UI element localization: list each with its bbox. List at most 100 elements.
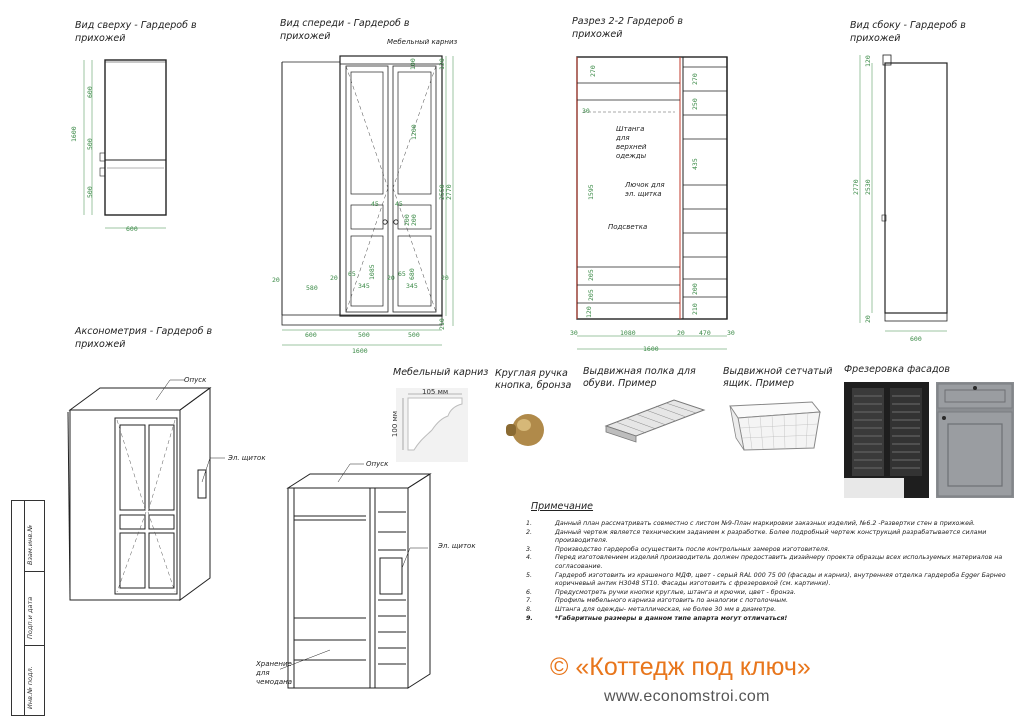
front-bottom-500b: 500 — [408, 331, 420, 339]
front-dim-1200: 1200 — [410, 124, 418, 140]
top-dim-width: 600 — [126, 225, 138, 233]
axon-open-drawing — [280, 463, 432, 689]
panel-niche-callout: Лючок для эл. щитка — [625, 181, 665, 198]
side-view-dims: 2770 2530 120 20 600 — [852, 55, 922, 343]
sec-bottom-1600: 1600 — [643, 345, 659, 353]
top-view-title: Вид сверху - Гардероб в прихожей — [75, 20, 197, 44]
sec-dim-270b: 270 — [691, 73, 699, 85]
sec-dim-435: 435 — [691, 158, 699, 170]
front-view-drawing — [281, 55, 454, 346]
cornice-height-label: 100 мм — [391, 410, 400, 438]
facade-photo-dark — [844, 382, 929, 498]
stamp-orig-inv: Инв.№ подл. — [26, 666, 34, 709]
side-dim-width: 600 — [910, 335, 922, 343]
sec-dim-120: 120 — [585, 306, 593, 318]
front-dim-65b: 65 — [398, 270, 406, 278]
front-dim-2770: 2770 — [445, 184, 453, 200]
opusk-callout-1: Опуск — [184, 376, 207, 384]
sec-dim-270a: 270 — [589, 65, 597, 77]
front-dim-65a: 65 — [348, 270, 356, 278]
section-view-title: Разрез 2-2 Гардероб в прихожей — [572, 16, 683, 40]
note-item: 6.Предусмотреть ручки кнопки круглые, шт… — [526, 588, 796, 596]
rod-callout: Штанга для верхней одежды — [616, 125, 647, 160]
side-dim-2530: 2530 — [864, 179, 872, 195]
top-dim-1600: 1600 — [70, 126, 78, 142]
sec-bottom-30b: 30 — [727, 329, 735, 337]
opusk-callout-2: Опуск — [366, 460, 389, 468]
shield-callout-2: Эл. щиток — [438, 542, 476, 550]
notes-list: 1.Данный план рассматривать совместно с … — [526, 520, 1014, 623]
basket-image — [729, 401, 821, 451]
note-item: 9.*Габаритные размеры в данном типе апар… — [526, 614, 788, 622]
note-item: 4.Перед изготовлением изделий производит… — [526, 554, 1003, 570]
front-dim-20a: 20 — [272, 276, 280, 284]
front-dim-210: 210 — [438, 318, 446, 330]
front-dim-1085: 1085 — [368, 264, 376, 280]
top-view-dims: 600 500 1600 500 — [70, 86, 94, 198]
note-item: 5.Гардероб изготовить из крашеного МДФ, … — [526, 571, 1006, 588]
section-view-drawing — [576, 56, 728, 350]
front-view-dims: 20 580 20 345 20 345 20 65 65 1085 680 4… — [272, 58, 453, 355]
front-dim-20c: 20 — [387, 274, 395, 282]
front-dim-345b: 345 — [406, 282, 418, 290]
front-dim-345a: 345 — [358, 282, 370, 290]
front-bottom-1600: 1600 — [352, 347, 368, 355]
section-view-dims: 270 270 30 250 1595 435 205 205 200 120 … — [570, 65, 735, 353]
sec-bottom-1080: 1080 — [620, 329, 636, 337]
side-dim-120: 120 — [864, 55, 872, 67]
sec-dim-210: 210 — [691, 303, 699, 315]
front-dim-580: 580 — [306, 284, 318, 292]
front-dim-120: 120 — [438, 58, 446, 70]
side-dim-2770: 2770 — [852, 179, 860, 195]
cornice-callout: Мебельный карниз — [387, 38, 458, 46]
side-view-title: Вид сбоку - Гардероб в прихожей — [850, 20, 966, 44]
top-dim-600: 600 — [86, 86, 94, 98]
facade-photo-grey — [936, 382, 1014, 498]
cornice-width-label: 105 мм — [422, 388, 449, 396]
front-dim-680: 680 — [408, 268, 416, 280]
front-dim-200a: 200 — [410, 214, 418, 226]
stamp-sign-date: Подп.и дата — [26, 596, 34, 639]
knob-image — [506, 414, 544, 446]
cornice-image: 105 мм 100 мм — [391, 388, 468, 462]
stamp-replace-inv: Взам.инв.№ — [26, 525, 34, 565]
backlight-callout: Подсветка — [608, 223, 648, 231]
top-dim-500: 500 — [86, 138, 94, 150]
front-bottom-600: 600 — [305, 331, 317, 339]
front-dim-45b: 45 — [395, 200, 403, 208]
brand-name: © «Коттедж под ключ» — [550, 653, 811, 681]
front-dim-100: 100 — [409, 58, 417, 70]
facade-caption: Фрезеровка фасадов — [844, 364, 950, 375]
note-item: 1.Данный план рассматривать совместно с … — [526, 520, 976, 527]
title-stamp: Взам.инв.№ Подп.и дата Инв.№ подл. — [11, 500, 45, 716]
sec-dim-205a: 205 — [587, 269, 595, 281]
sec-bottom-30: 30 — [570, 329, 578, 337]
note-item: 2.Данный чертеж является техническим зад… — [526, 528, 987, 545]
note-item: 8.Штанга для одежды- металлическая, не б… — [526, 605, 777, 613]
knob-caption: Круглая ручка кнопка, бронза — [495, 368, 572, 391]
sec-dim-200: 200 — [691, 283, 699, 295]
axon-closed-drawing — [67, 379, 225, 601]
top-dim-500b: 500 — [86, 186, 94, 198]
storage-callout: Хранение для чемодана — [256, 660, 293, 686]
front-dim-200b: 200 — [403, 214, 411, 226]
note-item: 7.Профиль мебельного карниза изготовить … — [526, 597, 789, 605]
front-view-title: Вид спереди - Гардероб в прихожей — [280, 18, 410, 42]
shield-callout-1: Эл. щиток — [228, 454, 266, 462]
front-dim-20d: 20 — [441, 274, 449, 282]
note-item: 3.Производство гардероба осуществить пос… — [526, 545, 830, 553]
top-view-width-dim: 600 — [126, 225, 138, 233]
cornice-caption: Мебельный карниз — [393, 367, 489, 378]
shoe-shelf-caption: Выдвижная полка для обуви. Пример — [583, 366, 696, 389]
sec-dim-250: 250 — [691, 98, 699, 110]
brand-site[interactable]: www.economstroi.com — [604, 688, 770, 705]
side-dim-20: 20 — [864, 315, 872, 323]
sec-bottom-20: 20 — [677, 329, 685, 337]
notes-title: Примечание — [531, 501, 594, 512]
top-view-drawing — [83, 59, 167, 229]
front-dim-2550: 2550 — [438, 184, 446, 200]
side-view-drawing — [859, 54, 948, 332]
front-bottom-500a: 500 — [358, 331, 370, 339]
axon-view-title: Аксонометрия - Гардероб в прихожей — [75, 326, 213, 350]
front-dim-45a: 45 — [371, 200, 379, 208]
